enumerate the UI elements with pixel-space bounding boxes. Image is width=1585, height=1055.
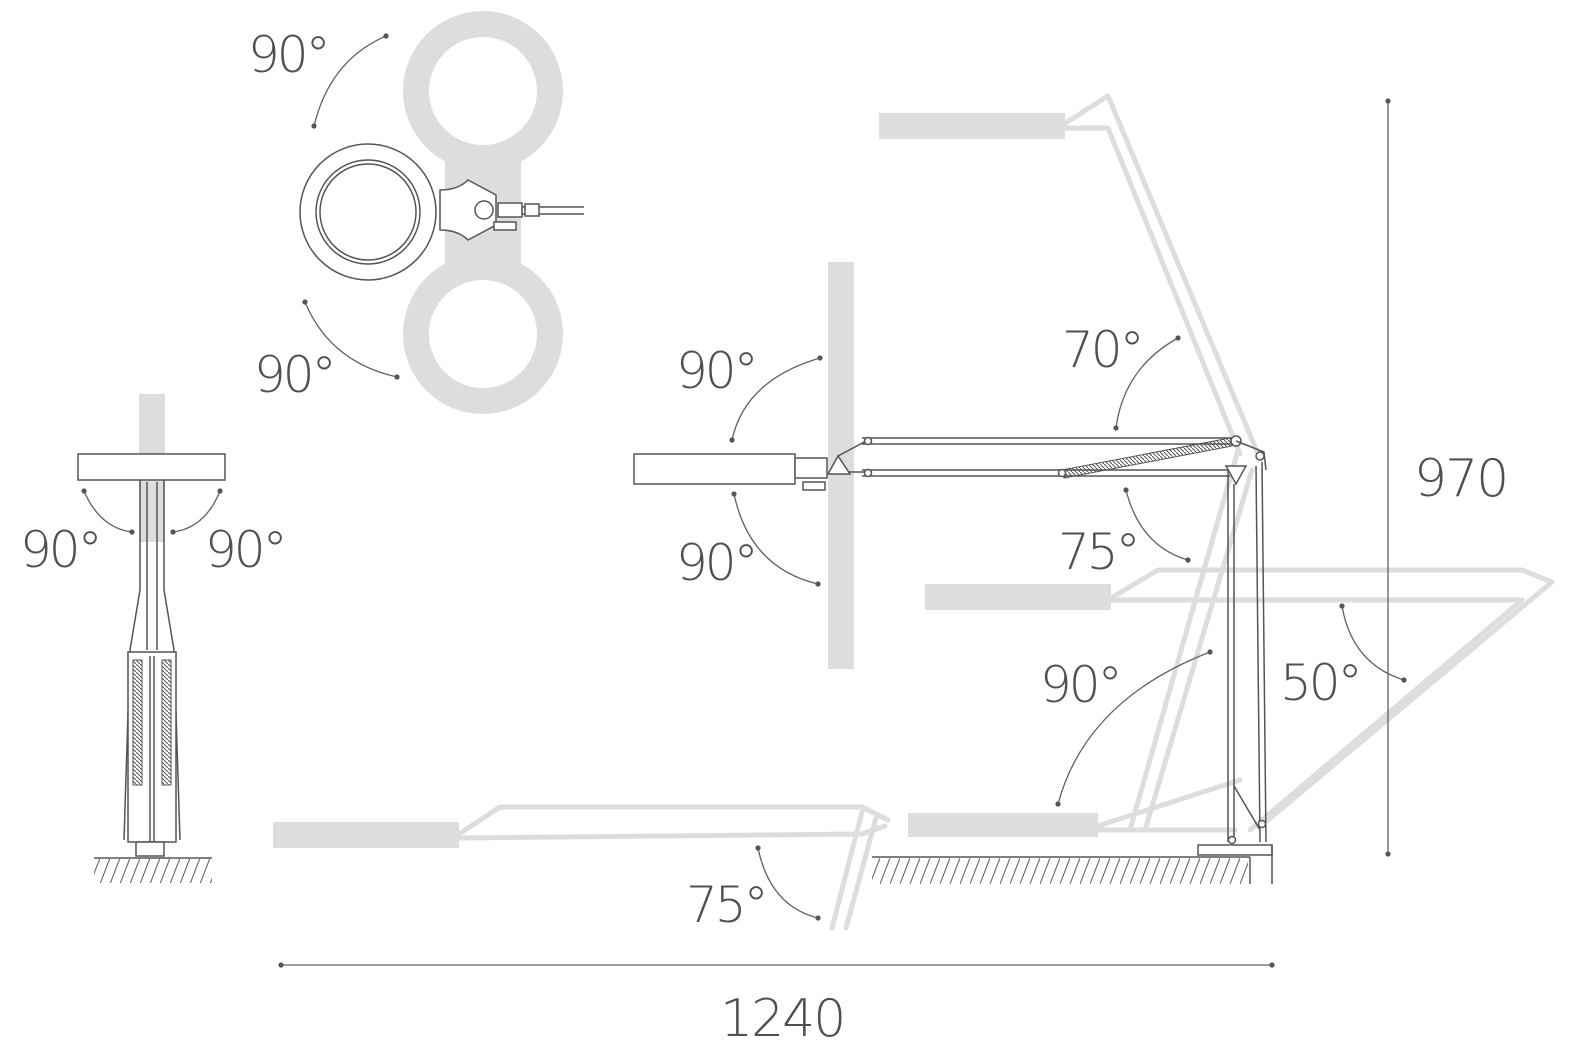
side-head-knob bbox=[802, 481, 826, 491]
dimension-end-dot bbox=[278, 962, 284, 968]
table-hatch bbox=[872, 858, 1248, 884]
angle-label-75-elbow: 75° bbox=[1058, 523, 1138, 581]
elbow-link bbox=[1235, 440, 1267, 471]
front-head bbox=[77, 453, 226, 481]
dimensions: 970 1240 bbox=[278, 98, 1509, 1049]
angle-arc-50 bbox=[1341, 605, 1405, 681]
arc-dot bbox=[1401, 677, 1407, 683]
top-view: 90° 90° bbox=[248, 11, 584, 414]
front-clamp-foot bbox=[135, 841, 165, 857]
side-view: 90° 90° 70° 75° 90° 50° 75° bbox=[273, 93, 1555, 934]
front-ground-hatch bbox=[94, 859, 212, 883]
lower-arm-right-inner bbox=[1255, 465, 1261, 843]
arc-dot bbox=[1055, 801, 1061, 807]
side-head-joint bbox=[826, 454, 852, 475]
arc-dot bbox=[129, 529, 135, 535]
elbow-bracket bbox=[1224, 465, 1248, 486]
angle-label-front-left: 90° bbox=[20, 521, 100, 579]
angle-arc-head-lower bbox=[733, 493, 819, 585]
angle-label-top-upper: 90° bbox=[248, 26, 328, 84]
upper-arm-link bbox=[837, 439, 869, 457]
arc-dot bbox=[394, 374, 400, 380]
pivot-point bbox=[863, 436, 873, 446]
arc-dot bbox=[817, 355, 823, 361]
angle-arc-top-lower bbox=[304, 301, 398, 378]
front-view: 90° 90° bbox=[20, 394, 288, 883]
pivot-point bbox=[1257, 819, 1267, 829]
arc-dot bbox=[311, 123, 317, 129]
arc-dot bbox=[217, 488, 223, 494]
angle-label-90-upright: 90° bbox=[1040, 656, 1120, 714]
dimension-end-dot bbox=[1385, 851, 1391, 857]
ghost-head-raised bbox=[879, 113, 1065, 139]
lower-arm-right bbox=[1261, 461, 1267, 843]
arc-dot bbox=[170, 529, 176, 535]
front-stem-right bbox=[163, 480, 181, 841]
front-spring-left bbox=[132, 659, 143, 786]
width-dimension-label: 1240 bbox=[720, 989, 844, 1049]
ghost-head-low bbox=[273, 822, 459, 848]
angle-arc-top-upper bbox=[313, 35, 387, 127]
angle-label-top-lower: 90° bbox=[254, 346, 334, 404]
arc-dot bbox=[1123, 487, 1129, 493]
ghost-head-flat bbox=[908, 813, 1098, 837]
arc-dot bbox=[815, 915, 821, 921]
arc-dot bbox=[1113, 425, 1119, 431]
arc-dot bbox=[1339, 603, 1345, 609]
angle-arc-75-elbow bbox=[1125, 489, 1189, 561]
head-lens bbox=[319, 163, 417, 261]
side-head-neck bbox=[794, 457, 828, 479]
pivot-point bbox=[863, 468, 873, 478]
head-inner-ring bbox=[315, 159, 421, 265]
ghost-ring-upper bbox=[403, 11, 563, 171]
arc-dot bbox=[729, 437, 735, 443]
angle-arc-front-right bbox=[172, 490, 221, 533]
arc-dot bbox=[815, 581, 821, 587]
arc-dot bbox=[1185, 557, 1191, 563]
angle-arc-head-upper bbox=[731, 357, 821, 441]
dimension-end-dot bbox=[1269, 962, 1275, 968]
arc-dot bbox=[731, 491, 737, 497]
dimension-end-dot bbox=[1385, 98, 1391, 104]
angle-label-70: 70° bbox=[1062, 321, 1142, 379]
pivot-point bbox=[1227, 835, 1237, 845]
pivot-point bbox=[1057, 468, 1067, 478]
angle-label-50: 50° bbox=[1280, 654, 1360, 712]
ghost-head-mid bbox=[925, 584, 1111, 610]
angle-label-75-base: 75° bbox=[686, 876, 766, 934]
ghost-arm-mid bbox=[1108, 567, 1555, 833]
angle-label-front-right: 90° bbox=[205, 521, 285, 579]
head-pivot bbox=[474, 200, 494, 220]
ghost-ring-lower bbox=[403, 254, 563, 414]
head-arm-joint bbox=[524, 203, 540, 217]
angle-arc-70 bbox=[1115, 337, 1179, 429]
ghost-arm-tilted bbox=[829, 809, 879, 931]
height-dimension-label: 970 bbox=[1414, 449, 1507, 509]
angle-arc-front-left bbox=[83, 490, 133, 533]
angle-arc-90-upright bbox=[1057, 651, 1211, 805]
side-head bbox=[633, 453, 796, 485]
arc-dot bbox=[81, 488, 87, 494]
arc-dot bbox=[383, 33, 389, 39]
head-knob bbox=[493, 221, 517, 231]
table-clamp bbox=[1197, 844, 1273, 856]
ghost-arm-raised bbox=[1061, 93, 1261, 457]
arc-dot bbox=[1207, 649, 1213, 655]
lower-arm-brace bbox=[1233, 785, 1261, 831]
arc-dot bbox=[302, 299, 308, 305]
ghost-arm-low bbox=[456, 804, 891, 841]
arc-dot bbox=[1175, 335, 1181, 341]
arc-dot bbox=[755, 845, 761, 851]
front-stem-left bbox=[123, 480, 141, 841]
angle-arc-75-base bbox=[757, 847, 819, 919]
ghost-arm-flat bbox=[1095, 777, 1243, 833]
front-spring-right bbox=[161, 659, 172, 786]
angle-label-head-lower: 90° bbox=[676, 534, 756, 592]
elbow-pivot bbox=[1255, 451, 1265, 461]
angle-label-head-upper: 90° bbox=[676, 342, 756, 400]
head-clamp bbox=[497, 202, 523, 218]
